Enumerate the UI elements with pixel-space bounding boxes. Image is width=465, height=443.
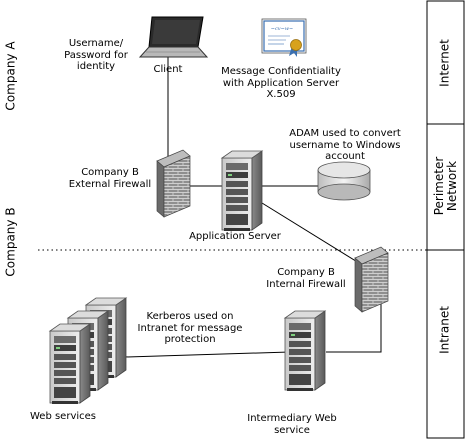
- database-icon: [317, 161, 371, 201]
- message-confidentiality-label: Message Confidentiality with Application…: [208, 66, 354, 101]
- username-label-line3: identity: [76, 61, 116, 72]
- svg-text:~cv~w~: ~cv~w~: [271, 26, 293, 32]
- msg-label-line3: X.509: [266, 89, 296, 100]
- intfw-label-line2: Internal Firewall: [266, 278, 346, 290]
- kerb-label-line3: protection: [164, 334, 216, 345]
- external-firewall-label: Company B External Firewall: [62, 167, 158, 190]
- inter-label-line1: Intermediary Web: [247, 413, 337, 424]
- username-password-label: Username/ Password for identity: [48, 38, 144, 73]
- username-label-line2: Password for: [64, 49, 128, 61]
- application-server-label: Application Server: [189, 231, 281, 242]
- application-server-icon: [221, 150, 263, 232]
- web-services-label: Web services: [29, 411, 96, 422]
- zone-company-a: Company A: [3, 41, 18, 111]
- internal-firewall-icon: [354, 246, 389, 313]
- adam-label-line2: username to Windows: [289, 139, 401, 151]
- web-services-server-stack-icon: [49, 297, 127, 405]
- intermediary-web-service-label: Intermediary Web service: [237, 413, 347, 436]
- internal-firewall-label: Company B Internal Firewall: [258, 267, 354, 290]
- external-firewall-icon: [156, 149, 191, 218]
- adam-label-line1: ADAM used to convert: [289, 128, 401, 139]
- msg-label-line1: Message Confidentiality: [221, 66, 341, 77]
- zone-company-b: Company B: [3, 207, 18, 277]
- zone-intranet: Intranet: [437, 306, 452, 354]
- inter-label-line2: service: [274, 424, 310, 436]
- zone-column: [426, 0, 465, 439]
- zone-perimeter-line2: Network: [445, 160, 459, 212]
- msg-label-line2: with Application Server: [222, 77, 340, 89]
- kerberos-label: Kerberos used on Intranet for message pr…: [130, 311, 250, 346]
- kerb-label-line1: Kerberos used on: [146, 311, 234, 322]
- extfw-label-line1: Company B: [81, 167, 139, 178]
- certificate-icon: ~cv~w~: [261, 18, 307, 57]
- client-label: Client: [153, 64, 183, 75]
- adam-label: ADAM used to convert username to Windows…: [280, 128, 410, 163]
- adam-label-line3: account: [325, 151, 365, 162]
- zone-perimeter-network: Perimeter Network: [432, 157, 459, 216]
- zone-internet: Internet: [437, 39, 452, 87]
- laptop-icon: [138, 16, 209, 58]
- kerb-label-line2: Intranet for message: [137, 322, 243, 334]
- extfw-label-line2: External Firewall: [68, 178, 152, 190]
- username-label-line1: Username/: [68, 38, 124, 49]
- intermediary-server-icon: [284, 310, 326, 392]
- intfw-label-line1: Company B: [277, 267, 335, 278]
